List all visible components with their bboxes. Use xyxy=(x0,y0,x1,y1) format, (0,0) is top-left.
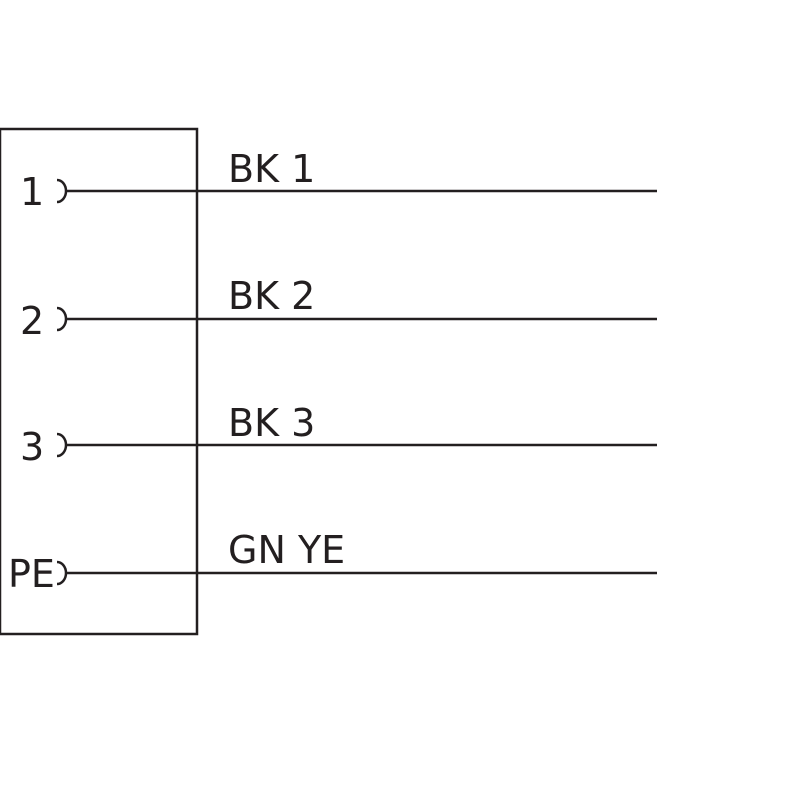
pin-label-pe: PE xyxy=(8,552,55,596)
pin-row-1: 1 BK 1 xyxy=(20,147,657,214)
socket-contact-icon xyxy=(56,178,68,204)
wire-label-1: BK 1 xyxy=(228,147,315,191)
pin-row-3: 3 BK 3 xyxy=(20,401,657,469)
pin-label-3: 3 xyxy=(20,425,44,469)
connector-housing xyxy=(0,127,199,636)
pin-label-1: 1 xyxy=(20,170,44,214)
pin-label-2: 2 xyxy=(20,299,44,343)
socket-contact-icon xyxy=(56,306,68,332)
socket-contact-icon xyxy=(56,432,68,458)
socket-contact-icon xyxy=(56,560,68,586)
wire-label-2: BK 2 xyxy=(228,274,315,318)
wire-label-pe: GN YE xyxy=(228,528,345,572)
wire-label-3: BK 3 xyxy=(228,401,315,445)
pin-row-pe: PE GN YE xyxy=(8,528,657,596)
pin-row-2: 2 BK 2 xyxy=(20,274,657,343)
